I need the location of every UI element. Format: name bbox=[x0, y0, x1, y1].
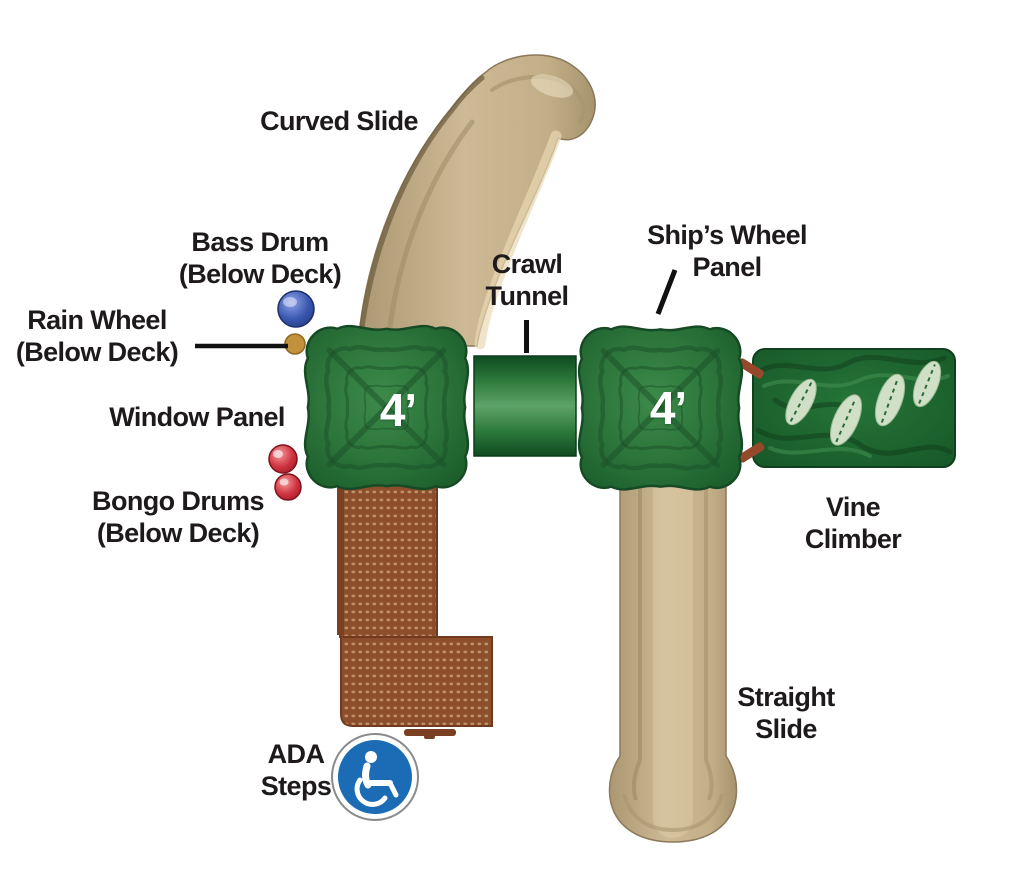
callout-line: Vine bbox=[825, 492, 881, 523]
wheelchair-accessibility-icon bbox=[331, 733, 419, 821]
bass-drum bbox=[277, 290, 315, 328]
callout-line: Tunnel bbox=[485, 281, 569, 311]
callout-straight-slide: Straight Slide bbox=[737, 682, 835, 746]
callout-line: (Below Deck) bbox=[15, 337, 179, 367]
deck-right-height-label: 4’ bbox=[649, 382, 687, 434]
callout-line: (Below Deck) bbox=[96, 518, 260, 548]
bongo-drums bbox=[268, 444, 302, 501]
callout-line: Crawl bbox=[491, 249, 563, 280]
callout-line: Bass Drum bbox=[191, 227, 329, 258]
callout-vine-climber: Vine Climber bbox=[804, 492, 902, 556]
straight-slide-shape bbox=[608, 454, 738, 843]
climber-connector-bottom bbox=[738, 442, 765, 463]
deck-left-height-label: 4’ bbox=[379, 384, 417, 436]
callout-line: Climber bbox=[804, 524, 902, 554]
callout-line: ADA bbox=[267, 739, 325, 770]
callout-line: (Below Deck) bbox=[178, 259, 342, 289]
callout-line: Ship’s Wheel bbox=[647, 220, 807, 251]
curved-slide-shape bbox=[357, 54, 596, 350]
climber-connector-top bbox=[737, 358, 764, 379]
callout-line: Steps bbox=[260, 771, 332, 801]
callout-ada-steps: ADA Steps bbox=[261, 739, 332, 803]
callout-line: Bongo Drums bbox=[92, 486, 265, 517]
ada-steps-ramp bbox=[337, 479, 493, 739]
callout-line: Panel bbox=[692, 252, 762, 282]
ships-wheel-leader-line bbox=[655, 269, 678, 315]
callout-ships-wheel-panel: Ship’s Wheel Panel bbox=[647, 220, 807, 284]
callout-crawl-tunnel: Crawl Tunnel bbox=[486, 249, 569, 313]
vine-climber-leaves bbox=[785, 360, 942, 446]
vine-climber-panel bbox=[737, 348, 956, 468]
callout-line: Straight bbox=[737, 682, 835, 713]
callout-window-panel: Window Panel bbox=[109, 402, 285, 434]
callout-bass-drum: Bass Drum (Below Deck) bbox=[178, 227, 342, 291]
callout-line: Curved Slide bbox=[260, 106, 418, 137]
callout-line: Rain Wheel bbox=[27, 305, 167, 336]
crawl-tunnel-shape bbox=[473, 355, 577, 457]
callout-curved-slide: Curved Slide bbox=[260, 106, 418, 138]
callout-bongo-drums: Bongo Drums (Below Deck) bbox=[92, 486, 265, 550]
callout-line: Slide bbox=[755, 714, 817, 744]
callout-rain-wheel: Rain Wheel (Below Deck) bbox=[15, 305, 179, 369]
callout-line: Window Panel bbox=[109, 402, 285, 433]
